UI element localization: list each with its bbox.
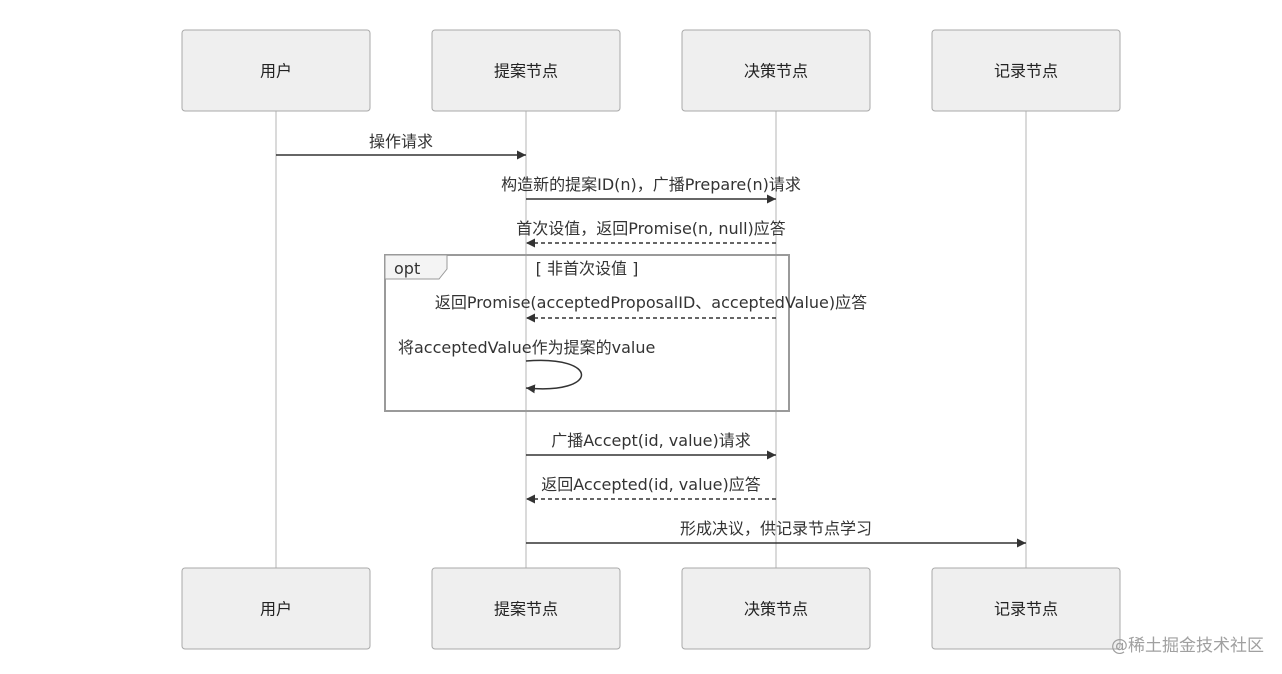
actor-decider-top: 决策节点 [681,29,871,112]
actor-label: 决策节点 [744,600,808,619]
message-label-8: 形成决议，供记录节点学习 [680,519,872,538]
watermark: @稀土掘金技术社区 [1111,636,1264,656]
actor-label: 提案节点 [494,600,558,619]
opt-fragment: opt [ 非首次设值 ] [384,254,790,412]
actor-proposer-bottom: 提案节点 [431,567,621,650]
actor-user-bottom: 用户 [181,567,371,650]
message-label-6: 广播Accept(id, value)请求 [551,431,751,450]
actor-recorder-top: 记录节点 [931,29,1121,112]
message-label-2: 构造新的提案ID(n)，广播Prepare(n)请求 [501,175,801,194]
actor-proposer-top: 提案节点 [431,29,621,112]
message-label-3: 首次设值，返回Promise(n, null)应答 [516,219,786,238]
actor-decider-bottom: 决策节点 [681,567,871,650]
self-message-arrow [525,359,583,394]
actor-label: 记录节点 [994,62,1058,81]
fragment-type-label: opt [394,259,420,278]
actor-label: 用户 [260,62,292,81]
message-label-1: 操作请求 [369,132,433,151]
message-label-4: 返回Promise(acceptedProposalID、acceptedVal… [435,293,867,312]
actor-label: 提案节点 [494,62,558,81]
fragment-condition-label: [ 非首次设值 ] [536,259,639,278]
actor-label: 记录节点 [994,600,1058,619]
actor-label: 用户 [260,600,292,619]
actor-label: 决策节点 [744,62,808,81]
message-label-7: 返回Accepted(id, value)应答 [541,475,761,494]
actor-recorder-bottom: 记录节点 [931,567,1121,650]
message-label-5: 将acceptedValue作为提案的value [398,338,655,357]
actor-user-top: 用户 [181,29,371,112]
